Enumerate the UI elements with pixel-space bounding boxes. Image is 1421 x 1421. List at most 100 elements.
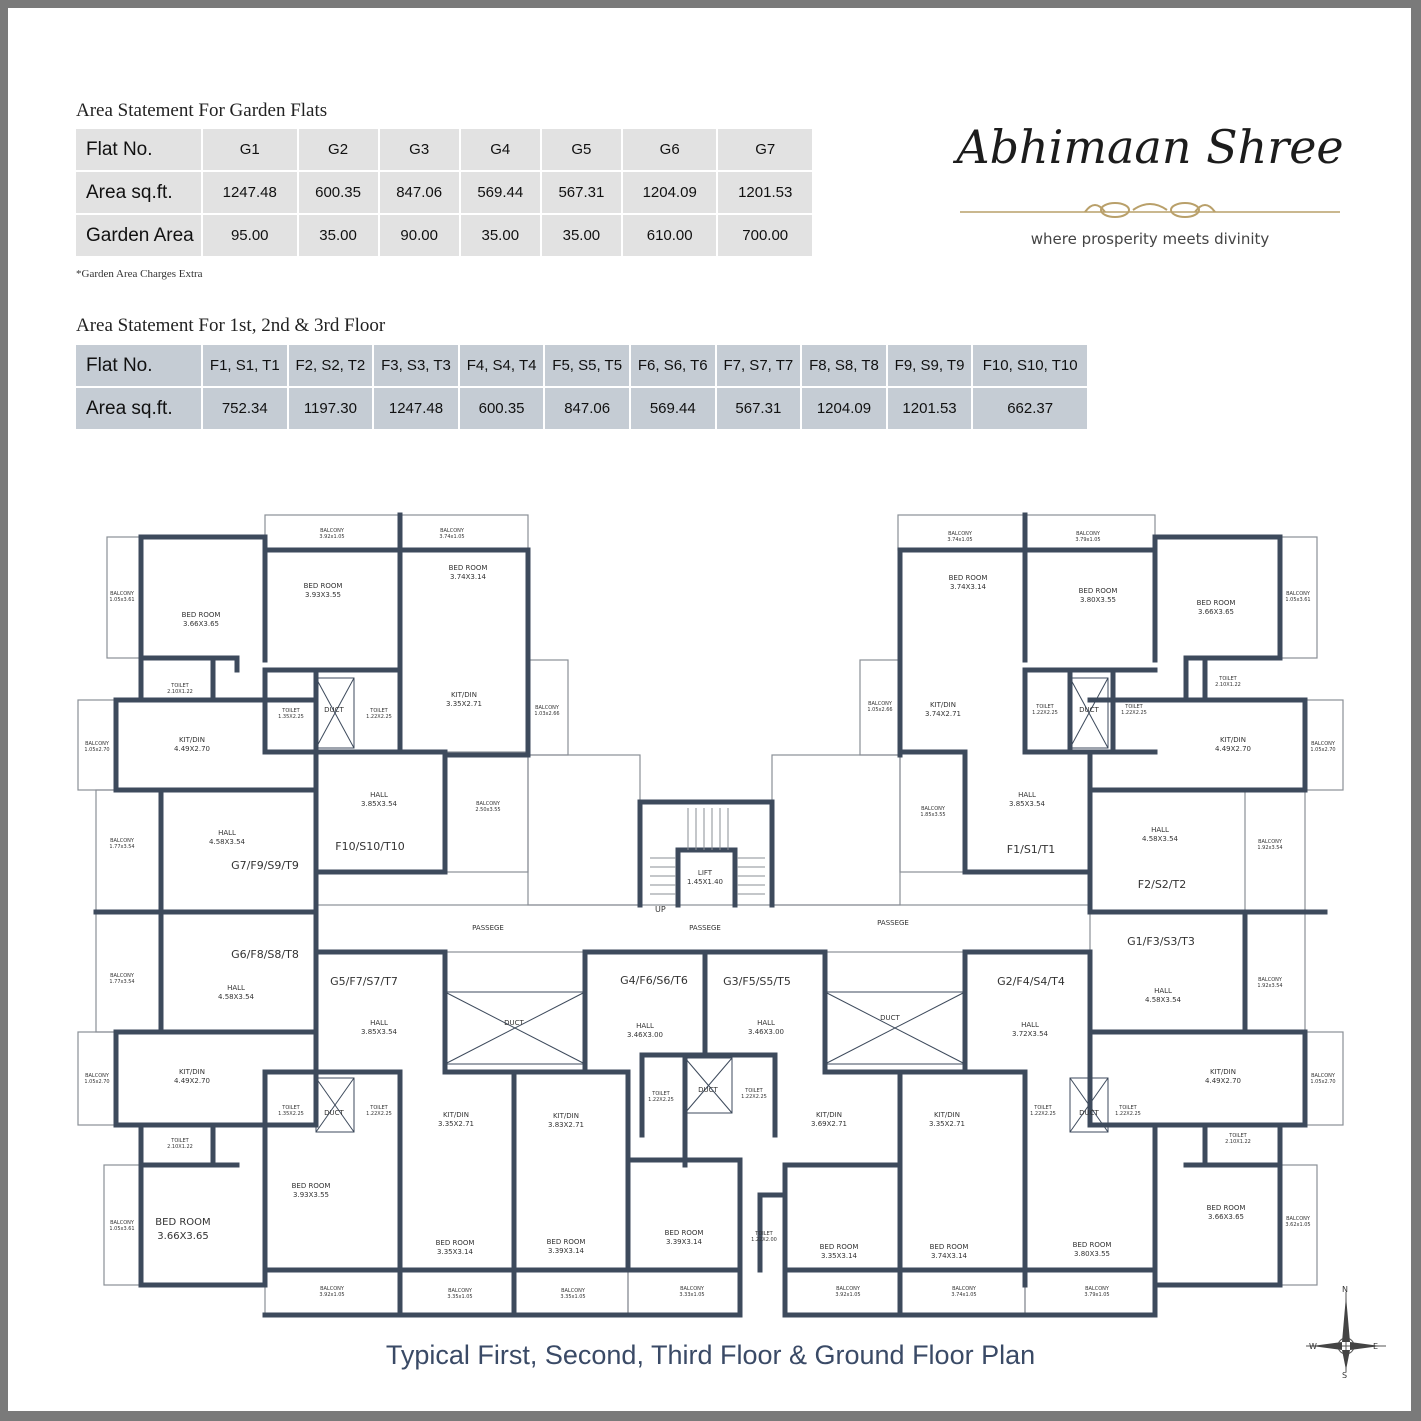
balcony-outline <box>315 677 355 749</box>
room-dimension: 1.03x2.66 <box>534 711 559 717</box>
room-dimension: 3.35X2.71 <box>446 700 482 708</box>
room-dimension: 3.66X3.65 <box>183 620 219 628</box>
room-name: KIT/DIN <box>816 1111 842 1119</box>
room-dimension: 3.35x1.05 <box>560 1294 585 1300</box>
unit-label: F2/S2/T2 <box>1138 878 1186 891</box>
compass-s: S <box>1342 1371 1347 1380</box>
room-name: TOILET <box>369 708 388 714</box>
room-dimension: 3.85X3.54 <box>1009 800 1046 808</box>
room-dimension: 3.74x1.05 <box>951 1292 976 1298</box>
room-name: DUCT <box>880 1014 900 1022</box>
garden-cell: 1247.48 <box>203 172 297 213</box>
room-name: BALCONY <box>948 531 973 537</box>
wall <box>1069 677 1109 749</box>
floor-cell: 752.34 <box>203 388 287 429</box>
ornament-divider <box>960 202 1340 218</box>
balcony-outline <box>444 991 586 1065</box>
room-name: PASSEGE <box>689 924 721 932</box>
room-name: DUCT <box>504 1019 524 1027</box>
compass-w: W <box>1309 1342 1317 1351</box>
room-dimension: 1.22X2.25 <box>366 714 392 720</box>
wall <box>444 991 586 1065</box>
room-name: TOILET <box>281 1105 300 1111</box>
staircase <box>650 808 765 895</box>
unit-label: G7/F9/S9/T9 <box>231 859 299 872</box>
room-name: BALCONY <box>1085 1286 1110 1292</box>
room-dimension: 1.05x2.70 <box>84 1079 109 1085</box>
room-dimension: 3.39X3.14 <box>548 1247 585 1255</box>
room-name: BED ROOM <box>547 1238 586 1246</box>
balcony-outline <box>771 754 901 906</box>
floor-cell: 600.35 <box>459 388 544 429</box>
floor-cell: 569.44 <box>630 388 715 429</box>
room-name: BALCONY <box>110 973 135 979</box>
room-name: KIT/DIN <box>934 1111 960 1119</box>
wall <box>684 1057 733 1114</box>
garden-cell: G1 <box>203 129 297 170</box>
room-dimension: 1.22X2.25 <box>648 1097 674 1103</box>
room-name: TOILET <box>651 1091 670 1097</box>
floor-cell: F6, S6, T6 <box>630 345 715 386</box>
floor-table-title: Area Statement For 1st, 2nd & 3rd Floor <box>76 315 386 336</box>
room-dimension: 4.58X3.54 <box>218 993 255 1001</box>
garden-cell: G4 <box>460 129 540 170</box>
room-dimension: 3.92x1.05 <box>319 534 344 540</box>
room-dimension: 2.10X1.22 <box>1215 682 1241 688</box>
room-name: BALCONY <box>1286 1216 1311 1222</box>
room-dimension: 3.74X3.14 <box>450 573 487 581</box>
room-dimension: 1.22X2.25 <box>1032 710 1058 716</box>
room-dimension: 4.49X2.70 <box>174 745 210 753</box>
garden-cell: 569.44 <box>460 172 540 213</box>
balcony-outline <box>95 911 162 1033</box>
room-dimension: 2.10X1.22 <box>1225 1139 1251 1145</box>
garden-cell: G2 <box>298 129 378 170</box>
room-name: BED ROOM <box>304 582 343 590</box>
garden-cell: 1204.09 <box>622 172 717 213</box>
room-name: BED ROOM <box>1073 1241 1112 1249</box>
room-dimension: 1.05x3.61 <box>109 1226 134 1232</box>
floor-cell: F9, S9, T9 <box>887 345 972 386</box>
room-name: BED ROOM <box>436 1239 475 1247</box>
room-dimension: 3.92x1.05 <box>835 1292 860 1298</box>
room-name: BALCONY <box>85 1073 110 1079</box>
room-name: HALL <box>1021 1021 1039 1029</box>
room-dimension: 1.45X1.40 <box>687 878 723 886</box>
plan-walls <box>93 512 1328 1318</box>
room-name: DUCT <box>1079 1109 1099 1117</box>
floor-cell: F8, S8, T8 <box>802 345 886 386</box>
balcony-outline <box>527 754 641 906</box>
room-name: TOILET <box>744 1088 763 1094</box>
unit-label: G4/F6/S6/T6 <box>620 974 688 987</box>
room-name: KIT/DIN <box>451 691 477 699</box>
room-dimension: 4.58X3.54 <box>1142 835 1179 843</box>
duct-crosses <box>315 677 1109 1133</box>
floor-cell: F10, S10, T10 <box>973 345 1087 386</box>
garden-cell: 35.00 <box>460 215 540 256</box>
floor-cell: F7, S7, T7 <box>716 345 801 386</box>
room-name: TOILET <box>369 1105 388 1111</box>
room-name: BALCONY <box>440 528 465 534</box>
room-name: KIT/DIN <box>179 736 205 744</box>
room-name: BED ROOM <box>449 564 488 572</box>
room-name: BED ROOM <box>1197 599 1236 607</box>
room-name: BALCONY <box>1311 1073 1336 1079</box>
floor-cell: F5, S5, T5 <box>545 345 629 386</box>
floor-cell: 662.37 <box>973 388 1087 429</box>
unit-label: F10/S10/T10 <box>335 840 404 853</box>
garden-cell: 35.00 <box>298 215 378 256</box>
room-dimension: 4.49X2.70 <box>1215 745 1251 753</box>
room-dimension: 1.22X2.25 <box>1030 1111 1056 1117</box>
room-dimension: 1.35X2.25 <box>278 714 304 720</box>
room-name: BALCONY <box>1311 741 1336 747</box>
room-dimension: 1.05x3.61 <box>109 597 134 603</box>
room-name: TOILET <box>170 683 189 689</box>
room-name: KIT/DIN <box>1220 736 1246 744</box>
room-name: BALCONY <box>952 1286 977 1292</box>
room-dimension: 1.77x3.54 <box>109 979 134 985</box>
room-name: BED ROOM <box>665 1229 704 1237</box>
unit-label: G1/F3/S3/T3 <box>1127 935 1195 948</box>
garden-cell: 610.00 <box>622 215 717 256</box>
